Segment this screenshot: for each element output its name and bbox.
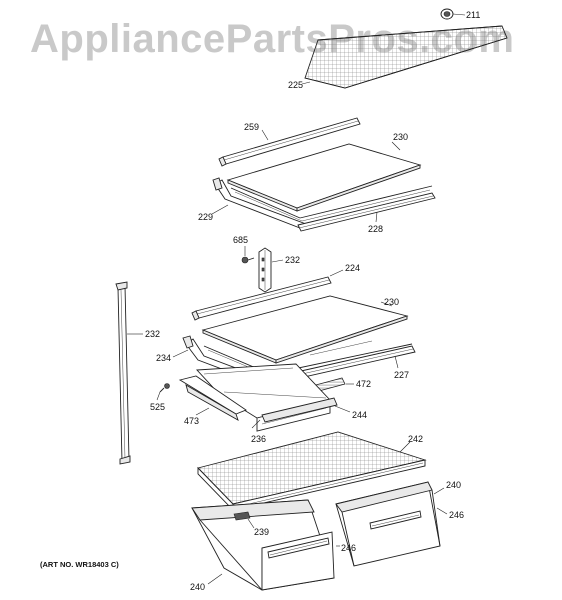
part-240-crisper-drawer-left[interactable]	[191, 499, 335, 591]
callout-239: 239	[254, 527, 269, 537]
part-259-trim[interactable]	[218, 117, 361, 167]
part-224-trim[interactable]	[191, 276, 332, 321]
part-244-cover-trim[interactable]	[261, 397, 338, 423]
callout-472: 472	[356, 379, 371, 389]
callout-240b: 240	[190, 582, 205, 592]
callout-240a: 240	[446, 480, 461, 490]
callout-230a: 230	[393, 132, 408, 142]
callout-236: 236	[251, 434, 266, 444]
callout-234: 234	[156, 353, 171, 363]
part-232-bracket-short[interactable]	[258, 247, 272, 293]
callout-685: 685	[233, 235, 248, 245]
part-242-crisper-cover[interactable]	[197, 431, 427, 512]
part-228-rear-trim[interactable]	[297, 192, 436, 232]
part-211-knob[interactable]	[440, 8, 454, 20]
callout-232a: 232	[285, 255, 300, 265]
callout-246b: 246	[341, 543, 356, 553]
part-230-glass-upper[interactable]	[226, 143, 422, 212]
part-225-wire-shelf[interactable]	[304, 25, 508, 89]
callout-246a: 246	[449, 510, 464, 520]
callout-229: 229	[198, 212, 213, 222]
callout-228: 228	[368, 224, 383, 234]
part-232-rail-long[interactable]	[115, 281, 131, 465]
callout-473: 473	[184, 416, 199, 426]
callout-244: 244	[352, 410, 367, 420]
callout-259: 259	[244, 122, 259, 132]
callout-227: 227	[394, 370, 409, 380]
part-525-screw[interactable]	[159, 383, 170, 393]
callout-242: 242	[408, 434, 423, 444]
callout-224: 224	[345, 263, 360, 273]
part-230-glass-middle[interactable]	[201, 295, 409, 364]
art-number: (ART NO. WR18403 C)	[40, 560, 119, 569]
callout-232b: 232	[145, 329, 160, 339]
part-685-screw[interactable]	[241, 256, 255, 264]
callout-225: 225	[288, 80, 303, 90]
callout-211: 211	[466, 10, 480, 20]
part-239-clip[interactable]	[233, 511, 251, 521]
callout-230b: 230	[384, 297, 399, 307]
part-240-crisper-drawer-right[interactable]	[335, 481, 441, 567]
callout-525: 525	[150, 402, 165, 412]
